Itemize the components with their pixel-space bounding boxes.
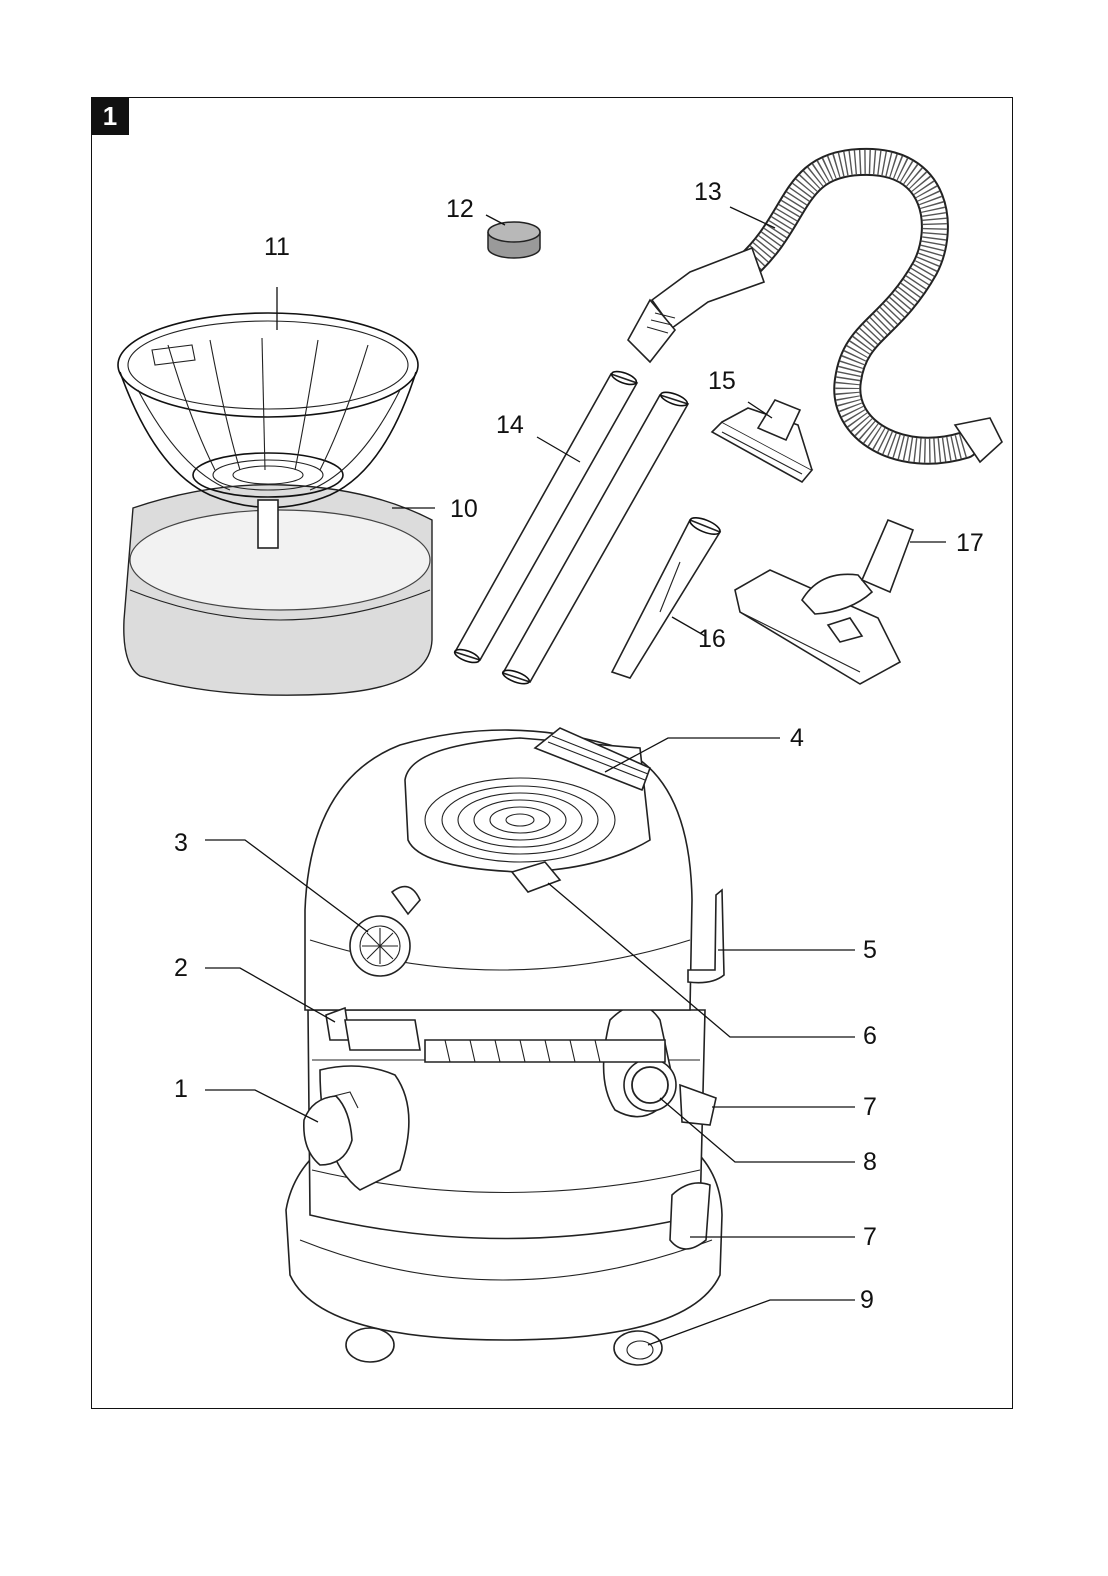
upholstery-nozzle [712,400,812,482]
callout-16: 16 [698,625,726,653]
callout-10: 10 [450,495,478,523]
callout-2: 2 [174,954,188,982]
crevice-nozzle [612,514,722,678]
callout-7-upper: 7 [863,1093,877,1121]
callout-14: 14 [496,411,524,439]
part-12-cartridge [488,222,540,258]
callout-15: 15 [708,367,736,395]
callout-3: 3 [174,829,188,857]
vacuum-main-unit [286,728,724,1365]
callout-8: 8 [863,1148,877,1176]
callout-17: 17 [956,529,984,557]
callout-13: 13 [694,178,722,206]
callout-9: 9 [860,1286,874,1314]
callout-7-lower: 7 [863,1223,877,1251]
callout-4: 4 [790,724,804,752]
floor-nozzle [735,520,913,684]
callout-6: 6 [863,1022,877,1050]
callout-11: 11 [264,233,290,261]
callout-5: 5 [863,936,877,964]
suction-hose [628,162,1002,462]
callout-12: 12 [446,195,474,223]
callout-1: 1 [174,1075,188,1103]
